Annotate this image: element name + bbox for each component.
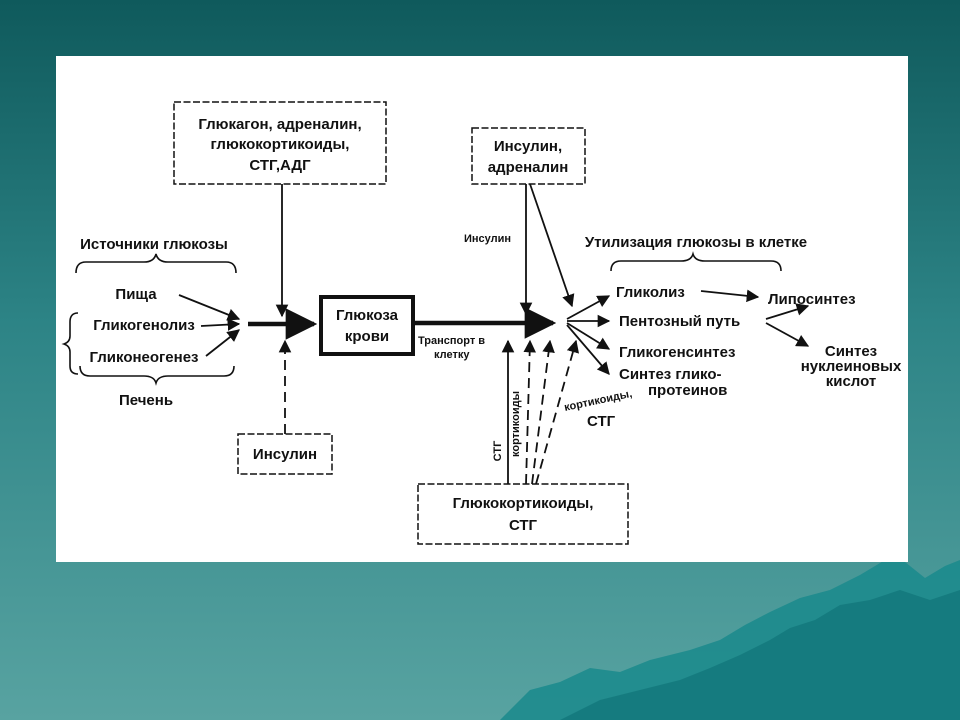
- corticoids-vertical-label: кортикоиды: [510, 391, 522, 457]
- liposynthesis-label: Липосинтез: [768, 291, 856, 308]
- arrow-pentose-to-lipo: [765, 303, 810, 320]
- arrow-to-liposynthesis: [700, 289, 760, 303]
- glucocorticoids-line-1: Глюкокортикоиды,: [453, 495, 594, 512]
- arrow-corticoids-stg-utilization: [535, 339, 580, 485]
- glucocorticoids-line-2: СТГ: [509, 517, 538, 534]
- util-pentose: Пентозный путь: [619, 313, 740, 330]
- utilization-title: Утилизация глюкозы в клетке: [585, 234, 807, 251]
- transport-line-2: клетку: [434, 349, 470, 361]
- hormones-box: Глюкагон, адреналин, глюкокортикоиды, СТ…: [173, 101, 387, 185]
- diagram-panel: Глюкагон, адреналин, глюкокортикоиды, СТ…: [56, 56, 908, 562]
- arrow-food: [178, 294, 241, 321]
- glucocorticoids-box: Глюкокортикоиды, СТГ: [417, 483, 629, 545]
- insulin-bottom-label: Инсулин: [253, 446, 317, 463]
- glucose-box: Глюкоза крови: [319, 295, 415, 356]
- hormones-line-1: Глюкагон, адреналин,: [198, 116, 361, 133]
- stg-vertical-label: СТГ: [492, 440, 504, 461]
- util-glycolysis: Гликолиз: [616, 284, 685, 301]
- arrow-pentose-to-nucleic: [765, 322, 810, 347]
- arrow-corticoids-up: [523, 339, 536, 485]
- liver-label: Печень: [119, 392, 173, 409]
- nucleic-line-2: нуклеиновых: [801, 358, 902, 375]
- liver-brace: [79, 365, 235, 386]
- arrow-glycogen-synthesis: [566, 322, 611, 350]
- util-glycoprotein-line-2: протеинов: [648, 382, 727, 399]
- corticoids-stg-line-1: кортикоиды,: [563, 388, 633, 414]
- arrow-glycolysis: [566, 295, 611, 320]
- insulin-transport-label: Инсулин: [464, 233, 511, 245]
- sources-top-brace: [75, 253, 237, 274]
- arrow-insulin-utilization: [529, 183, 575, 308]
- sources-title: Источники глюкозы: [80, 236, 228, 253]
- source-gluconeogenesis: Гликонеогенез: [90, 349, 199, 366]
- glucose-regulation-diagram: Глюкагон, адреналин, глюкокортикоиды, СТ…: [61, 101, 902, 545]
- util-glycogen-synthesis: Гликогенсинтез: [619, 344, 735, 361]
- source-glycogenolysis: Гликогенолиз: [93, 317, 195, 334]
- insulin-bottom-box: Инсулин: [237, 433, 333, 475]
- glucose-line-1: Глюкоза: [336, 307, 399, 324]
- arrow-glycogenolysis: [200, 318, 241, 331]
- transport-line-1: Транспорт в: [418, 335, 485, 347]
- arrow-glycoprotein-synthesis: [566, 324, 610, 375]
- insulin-adrenaline-line-1: Инсулин,: [494, 138, 562, 155]
- insulin-adrenaline-line-2: адреналин: [488, 159, 569, 176]
- arrow-corticoids-utilization: [531, 339, 555, 485]
- corticoids-stg-line-2: СТГ: [587, 413, 616, 430]
- hormones-line-2: глюкокортикоиды,: [211, 136, 350, 153]
- arrow-gluconeogenesis: [205, 329, 240, 357]
- util-glycoprotein-line-1: Синтез глико-: [619, 366, 722, 383]
- utilization-brace: [610, 251, 782, 272]
- hormones-line-3: СТГ,АДГ: [249, 157, 311, 174]
- insulin-adrenaline-box: Инсулин, адреналин: [471, 127, 586, 185]
- nucleic-line-3: кислот: [826, 373, 877, 390]
- source-food: Пища: [115, 286, 157, 303]
- glucose-line-2: крови: [345, 328, 389, 345]
- nucleic-line-1: Синтез: [825, 343, 877, 360]
- sources-left-brace: [61, 312, 79, 375]
